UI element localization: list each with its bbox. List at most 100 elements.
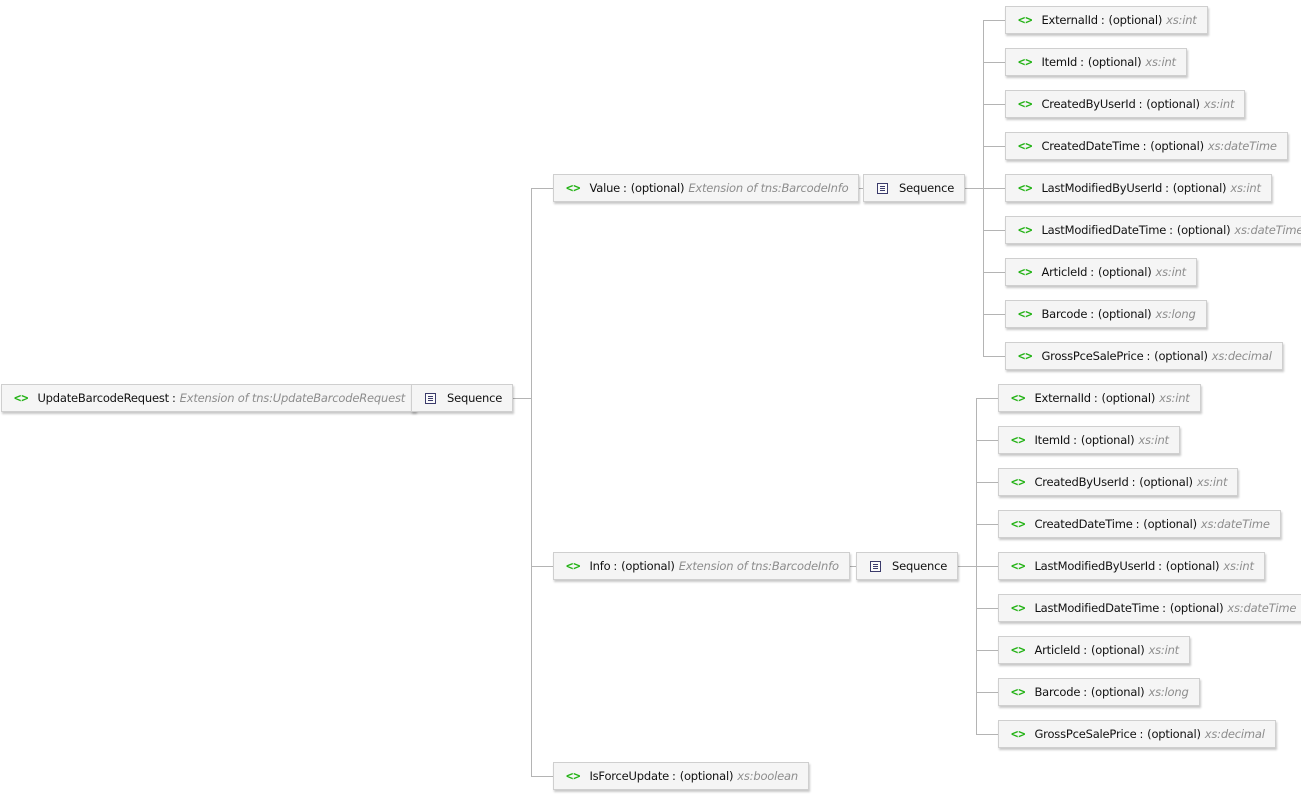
sequence-icon [877, 182, 888, 194]
element-name: IsForceUpdate [589, 769, 669, 783]
element-optional: (optional) [1169, 601, 1224, 615]
value-child-createddatetime[interactable]: <> CreatedDateTime:(optional)xs:dateTime [1005, 132, 1288, 160]
value-child-barcode[interactable]: <>Barcode:(optional)xs:long [1005, 300, 1207, 328]
element-type: xs:long [1155, 307, 1196, 321]
value-element-node[interactable]: <> Value:(optional)Extension of tns:Barco… [553, 174, 860, 202]
element-colon: : [1139, 727, 1144, 741]
element-colon: : [1169, 223, 1173, 237]
element-colon: : [1090, 307, 1094, 321]
angle-brackets-icon: <> [14, 391, 29, 405]
info-child-lastmodifiedbyuserid[interactable]: <>LastModifiedByUserId:(optional)xs:int [998, 552, 1265, 580]
info-child-createddatetime[interactable]: <>CreatedDateTime:(optional)xs:dateTime [998, 510, 1281, 538]
element-colon: : [1093, 391, 1098, 405]
sequence-label: Sequence [447, 391, 503, 405]
angle-brackets-icon: <> [1018, 307, 1033, 321]
info-child-grosspcesaleprice[interactable]: <>GrossPceSalePrice:(optional)xs:decimal [998, 720, 1276, 748]
element-colon: : [1100, 13, 1105, 27]
element-type: xs:dateTime [1234, 223, 1301, 237]
info-child-createdbyuserid[interactable]: <>CreatedByUserId:(optional)xs:int [998, 468, 1239, 496]
element-optional: (optional) [1090, 643, 1145, 657]
element-name: LastModifiedDateTime [1041, 223, 1167, 237]
info-sequence-node[interactable]: Sequence [856, 552, 959, 580]
info-child-barcode[interactable]: <>Barcode:(optional)xs:long [998, 678, 1200, 706]
element-optional: (optional) [1165, 559, 1220, 573]
element-colon: : [623, 181, 627, 195]
angle-brackets-icon: <> [1011, 601, 1026, 615]
element-name: UpdateBarcodeRequest [37, 391, 169, 405]
element-name: ArticleId [1034, 643, 1081, 657]
element-type: Extension of tns:BarcodeInfo [678, 559, 839, 573]
info-child-itemid[interactable]: <>ItemId:(optional)xs:int [998, 426, 1180, 454]
value-sequence-node[interactable]: Sequence [863, 174, 966, 202]
element-colon: : [1142, 139, 1147, 153]
angle-brackets-icon: <> [1011, 475, 1026, 489]
angle-brackets-icon: <> [1011, 391, 1026, 405]
element-type: xs:int [1230, 181, 1261, 195]
element-optional: (optional) [1090, 685, 1145, 699]
element-name: ItemId [1034, 433, 1071, 447]
angle-brackets-icon: <> [1018, 139, 1033, 153]
element-optional: (optional) [630, 181, 685, 195]
value-child-articleid[interactable]: <>ArticleId:(optional)xs:int [1005, 258, 1197, 286]
element-colon: : [1135, 517, 1140, 531]
value-child-externalid[interactable]: <>ExternalId:(optional)xs:int [1005, 6, 1208, 34]
element-name: CreatedDateTime [1034, 517, 1133, 531]
angle-brackets-icon: <> [1018, 55, 1033, 69]
element-name: CreatedDateTime [1041, 139, 1140, 153]
element-name: Value [589, 181, 621, 195]
element-type: xs:int [1145, 55, 1176, 69]
angle-brackets-icon: <> [566, 769, 581, 783]
element-colon: : [1165, 181, 1169, 195]
value-child-lastmodifiedbyuserid[interactable]: <>LastModifiedByUserId:(optional)xs:int [1005, 174, 1272, 202]
value-child-createdbyuserid[interactable]: <>CreatedByUserId:(optional)xs:int [1005, 90, 1246, 118]
element-name: LastModifiedDateTime [1034, 601, 1160, 615]
info-child-lastmodifieddatetime[interactable]: <> LastModifiedDateTime:(optional)xs:date… [998, 594, 1301, 622]
element-type: xs:long [1148, 685, 1189, 699]
element-name: ItemId [1041, 55, 1078, 69]
element-type: xs:dateTime [1200, 517, 1270, 531]
element-name: CreatedByUserId [1034, 475, 1129, 489]
angle-brackets-icon: <> [1018, 181, 1033, 195]
value-child-grosspcesaleprice[interactable]: <>GrossPceSalePrice:(optional)xs:decimal [1005, 342, 1283, 370]
element-colon: : [1083, 643, 1087, 657]
sequence-icon [425, 392, 436, 404]
sequence-label: Sequence [892, 559, 948, 573]
element-colon: : [613, 559, 618, 573]
value-child-itemid[interactable]: <>ItemId:(optional)xs:int [1005, 48, 1187, 76]
element-colon: : [1131, 475, 1136, 489]
root-element-node[interactable]: <>UpdateBarcodeRequest:Extension of tns:… [1, 384, 417, 412]
element-type: Extension of tns:BarcodeInfo [688, 181, 849, 195]
element-optional: (optional) [1150, 139, 1204, 153]
element-type: xs:int [1148, 643, 1180, 657]
info-element-node[interactable]: <>Info:(optional)Extension of tns:Barcod… [553, 552, 850, 580]
element-colon: : [1162, 601, 1166, 615]
element-name: Barcode [1034, 685, 1081, 699]
angle-brackets-icon: <> [1018, 349, 1033, 363]
element-name: ExternalId [1041, 13, 1098, 27]
element-type: xs:int [1196, 475, 1228, 489]
element-optional: (optional) [1080, 433, 1135, 447]
angle-brackets-icon: <> [1011, 559, 1026, 573]
isforceupdate-element-node[interactable]: <>IsForceUpdate:(optional)xs:boolean [553, 762, 809, 790]
element-optional: (optional) [1101, 391, 1156, 405]
element-name: LastModifiedByUserId [1041, 181, 1163, 195]
element-type: xs:int [1138, 433, 1169, 447]
element-type: xs:decimal [1211, 349, 1272, 363]
element-name: ArticleId [1041, 265, 1088, 279]
element-type: xs:dateTime [1207, 139, 1277, 153]
angle-brackets-icon: <> [1018, 97, 1033, 111]
info-child-externalid[interactable]: <>ExternalId:(optional)xs:int [998, 384, 1201, 412]
value-child-lastmodifieddatetime[interactable]: <>LastModifiedDateTime:(optional)xs:date… [1005, 216, 1301, 244]
element-type: xs:dateTime [1227, 601, 1297, 615]
info-child-articleid[interactable]: <>ArticleId:(optional)xs:int [998, 636, 1190, 664]
element-colon: : [1138, 97, 1143, 111]
angle-brackets-icon: <> [566, 181, 581, 195]
element-colon: : [1090, 265, 1094, 279]
element-type: xs:decimal [1204, 727, 1265, 741]
angle-brackets-icon: <> [1011, 685, 1026, 699]
root-sequence-node[interactable]: Sequence [411, 384, 514, 412]
element-type: xs:int [1155, 265, 1187, 279]
element-type: xs:int [1223, 559, 1254, 573]
element-name: ExternalId [1034, 391, 1091, 405]
